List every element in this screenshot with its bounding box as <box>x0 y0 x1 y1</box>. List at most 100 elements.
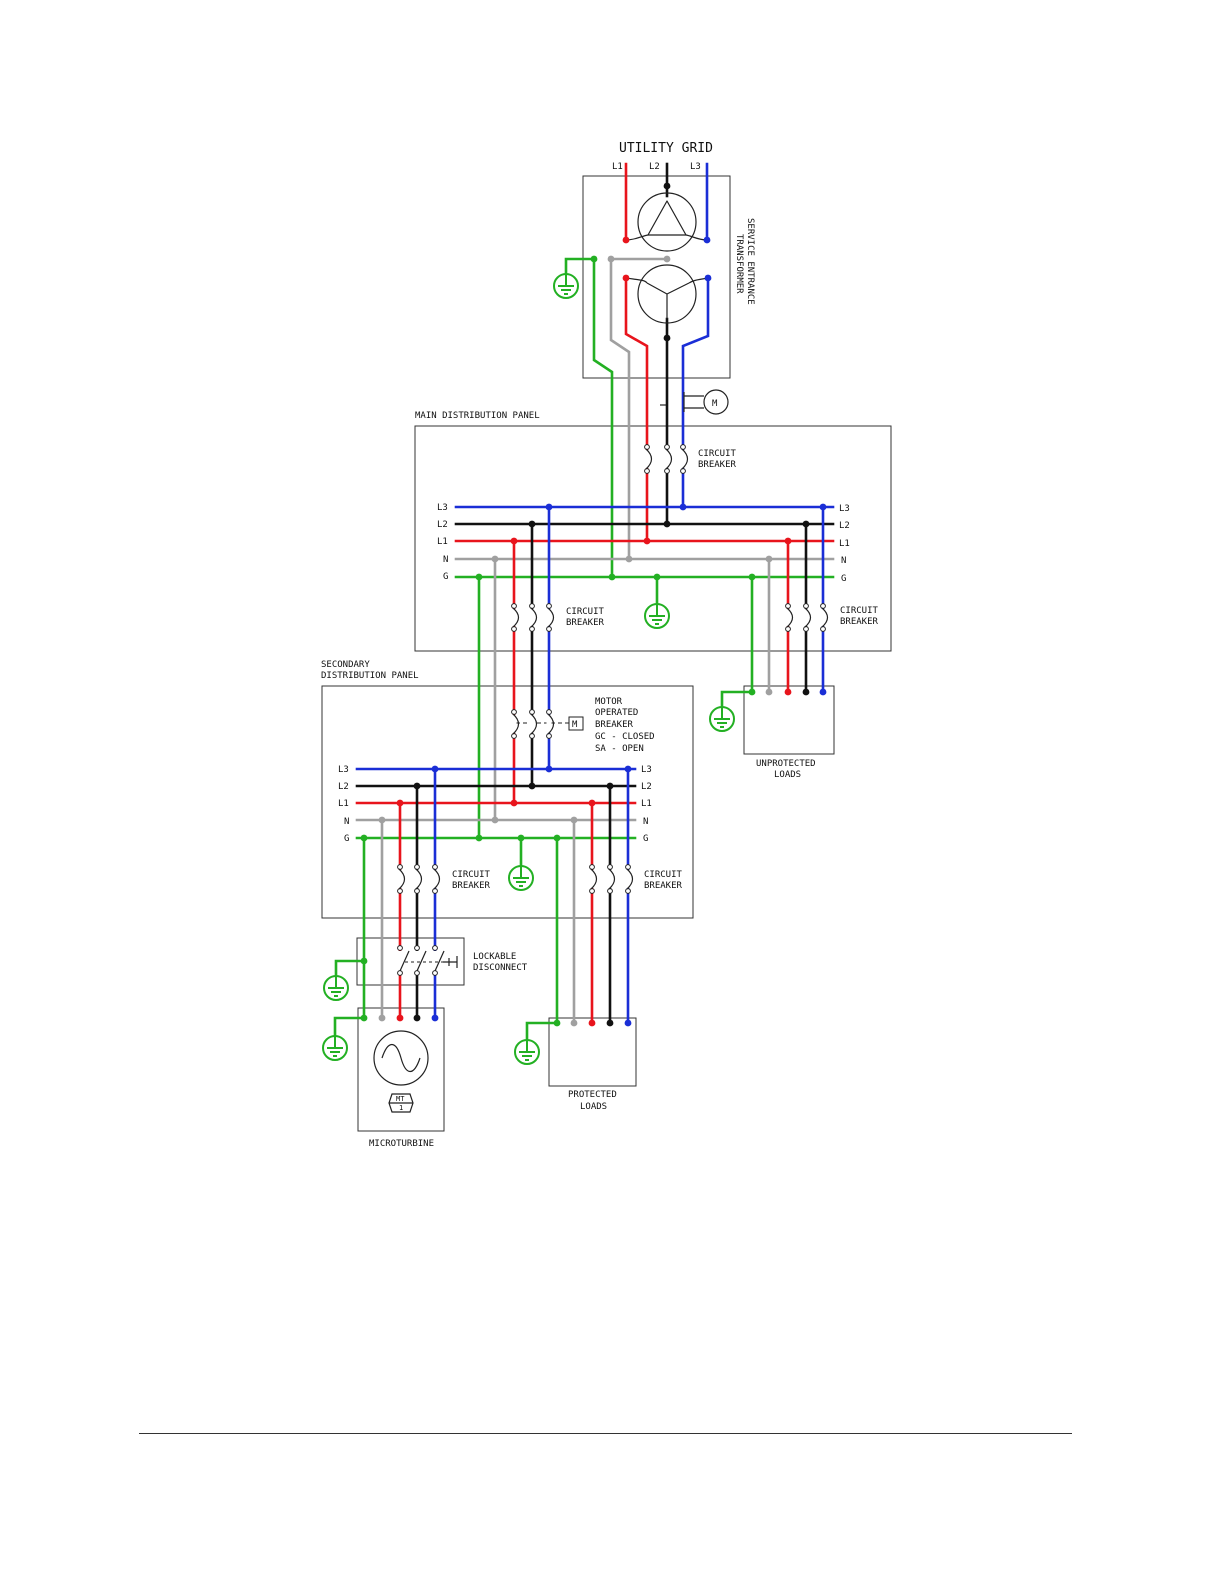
junction-dot-g <box>475 834 483 842</box>
mt-tag-symbol <box>388 1093 414 1113</box>
breaker-contact <box>511 626 517 632</box>
protected-loads-label-1: PROTECTED <box>568 1090 617 1100</box>
junction-dot-g <box>517 834 525 842</box>
breaker-contact <box>432 888 438 894</box>
main-incoming-breaker-label-1: CIRCUIT <box>698 449 737 459</box>
wire-l1 <box>624 276 649 543</box>
ground-lead <box>564 257 596 275</box>
junction-dot-l3 <box>703 236 711 244</box>
junction-dot-l2 <box>413 1014 421 1022</box>
junction-dot-g <box>608 573 616 581</box>
motor-breaker-label-2: OPERATED <box>595 708 638 718</box>
ground-symbol-lines <box>327 1036 343 1057</box>
breaker-contact <box>546 603 552 609</box>
junction-dot-n <box>378 816 386 824</box>
junction-dot-l2 <box>802 520 810 528</box>
breaker-arc <box>804 607 812 628</box>
unprotected-loads-label-2: LOADS <box>774 770 801 780</box>
transformer-primary-delta-symbol <box>625 192 708 252</box>
junction-dot-l2 <box>663 520 671 528</box>
junction-dot-n <box>570 816 578 824</box>
junction-dot-g <box>360 957 368 965</box>
breaker-arc <box>645 448 653 470</box>
footer-rule <box>139 1433 1072 1434</box>
ground-symbol-lines <box>714 707 730 728</box>
junction-dot-l2 <box>528 520 536 528</box>
main-bus-l2-left: L2 <box>437 520 448 530</box>
junction-dot-l2 <box>802 688 810 696</box>
breaker-contact <box>529 733 535 739</box>
breaker-contact <box>625 864 631 870</box>
wire-l3 <box>681 276 710 509</box>
junction-dot-l2 <box>663 182 671 190</box>
main-bus-n-left: N <box>443 555 448 565</box>
disconnect-contact <box>397 945 403 951</box>
service-transformer-box <box>582 175 731 379</box>
transformer-secondary-wye-symbol <box>625 264 709 324</box>
breaker-contact <box>803 603 809 609</box>
grid-l2-label: L2 <box>649 162 660 172</box>
main-right-breaker-label-1: CIRCUIT <box>840 606 879 616</box>
junction-dot-g <box>360 834 368 842</box>
junction-dot-g <box>748 573 756 581</box>
breaker-contact <box>644 444 650 450</box>
breaker-contact <box>432 864 438 870</box>
junction-dot-n <box>663 255 671 263</box>
junction-dot-g <box>553 834 561 842</box>
breaker-contact <box>529 709 535 715</box>
breaker-contact <box>785 603 791 609</box>
sec-bus-n-right: N <box>643 817 648 827</box>
ground-symbol-lines <box>558 274 574 295</box>
main-bus-l1-right: L1 <box>839 539 850 549</box>
junction-dot-n <box>765 688 773 696</box>
junction-dot-l3 <box>431 1014 439 1022</box>
breaker-contact <box>414 864 420 870</box>
symbol-layer: M M MT 1 <box>322 182 829 1113</box>
breaker-arc <box>608 868 616 890</box>
breaker-arc <box>821 607 829 628</box>
breaker-contact <box>414 888 420 894</box>
junction-dot-g <box>553 1019 561 1027</box>
sec-left-breaker-label-1: CIRCUIT <box>452 870 491 880</box>
junction-dot-l1 <box>622 236 630 244</box>
main-bus-g-right: G <box>841 574 846 584</box>
breaker-contact <box>511 709 517 715</box>
meter-label: M <box>712 399 718 409</box>
junction-dot-g <box>653 573 661 581</box>
breaker-contact <box>397 864 403 870</box>
sec-bus-g-left: G <box>344 834 349 844</box>
breaker-arc <box>415 868 423 890</box>
junction-dot-g <box>475 573 483 581</box>
transformer-label-1: SERVICE ENTRANCE <box>745 218 755 305</box>
junction-dot-l3 <box>624 1019 632 1027</box>
ground-lead <box>525 1021 559 1041</box>
breaker-contact <box>820 626 826 632</box>
lock-symbol <box>443 956 458 968</box>
wire-n <box>609 257 669 561</box>
junction-dot-l1 <box>643 537 651 545</box>
breaker-contact <box>664 444 670 450</box>
secondary-distribution-panel-box <box>321 685 694 919</box>
main-bus-l2-right: L2 <box>839 521 850 531</box>
junction-dot-n <box>491 555 499 563</box>
motor-operator-symbol <box>516 716 584 731</box>
breaker-arc <box>590 868 598 890</box>
lockable-disconnect-label-1: LOCKABLE <box>473 952 516 962</box>
sec-bus-g-right: G <box>643 834 648 844</box>
junction-dot-l1 <box>588 799 596 807</box>
junction-dot-l2 <box>606 782 614 790</box>
sec-bus-l1-left: L1 <box>338 799 349 809</box>
breaker-contact <box>820 603 826 609</box>
sec-bus-n-left: N <box>344 817 349 827</box>
utility-grid-title: UTILITY GRID <box>619 141 713 156</box>
junction-dot-l1 <box>510 799 518 807</box>
ground-lead <box>333 1016 366 1037</box>
breaker-contact <box>511 603 517 609</box>
breaker-contact <box>680 444 686 450</box>
breaker-arc <box>398 868 406 890</box>
junction-dot-l1 <box>510 537 518 545</box>
breaker-arc <box>681 448 689 470</box>
junction-dot-l3 <box>819 503 827 511</box>
breaker-arc <box>665 448 673 470</box>
